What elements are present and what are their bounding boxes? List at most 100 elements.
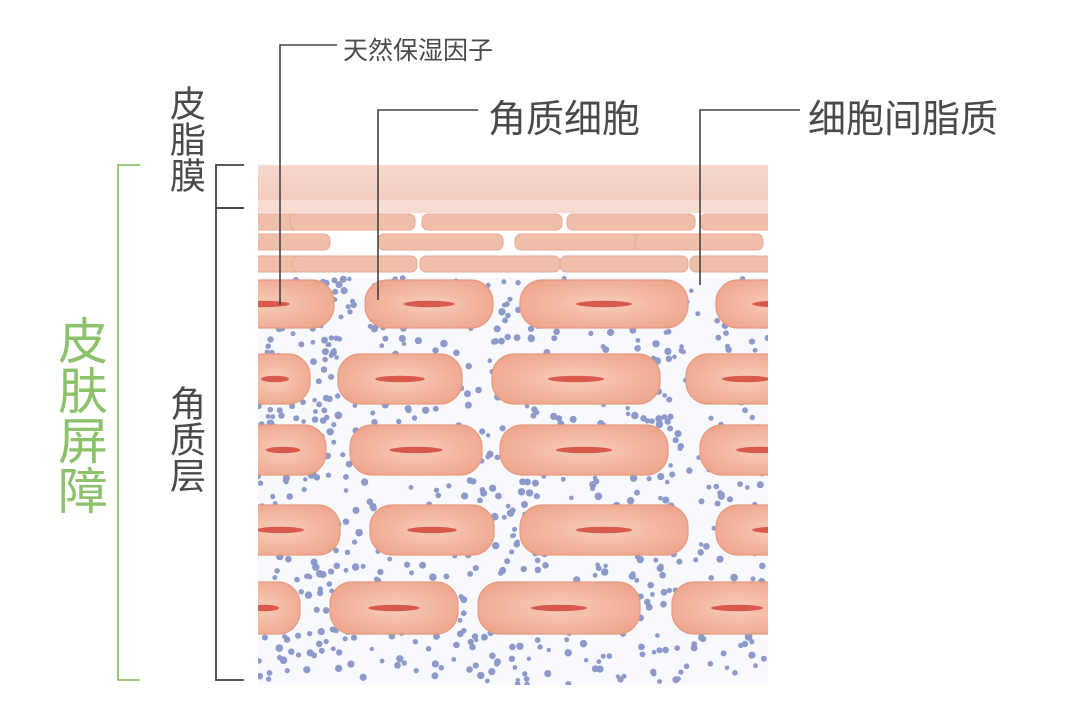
lipid-dot (542, 562, 549, 569)
lipid-dot (713, 484, 719, 490)
lipid-dot (730, 574, 738, 582)
label-natural-moisturizing-factor: 天然保湿因子 (343, 31, 493, 67)
lipid-dot (316, 641, 323, 648)
lipid-dot (748, 652, 755, 659)
lipid-dot (312, 564, 319, 571)
lipid-dot (314, 607, 320, 613)
lipid-dot (347, 661, 354, 668)
lipid-dot (657, 473, 664, 480)
lipid-dot (470, 478, 476, 484)
lipid-dot (509, 656, 515, 662)
lipid-dot (622, 674, 627, 679)
lipid-dot (716, 556, 723, 563)
lipid-dot (487, 451, 494, 458)
lipid-dot (656, 421, 663, 428)
lipid-dot (434, 488, 439, 493)
lipid-dot (757, 481, 764, 488)
lipid-dot (725, 666, 730, 671)
lipid-dot (272, 575, 277, 580)
lipid-dot (647, 476, 652, 481)
flat-corneocyte (560, 256, 688, 272)
lipid-dot (303, 666, 310, 673)
lipid-dot (667, 588, 672, 593)
lipid-dot (499, 567, 506, 574)
lipid-dot (678, 446, 683, 451)
lipid-dot (465, 402, 472, 409)
lipid-dot (311, 340, 316, 345)
lipid-dot (637, 556, 644, 563)
lipid-dot (666, 329, 672, 335)
lipid-dot (580, 640, 587, 647)
lipid-dot (327, 581, 333, 587)
lipid-dot (706, 485, 711, 490)
bracket-sebum-film (216, 165, 244, 208)
lipid-dot (361, 564, 366, 569)
lipid-dot (564, 637, 569, 642)
lipid-dot (502, 303, 507, 308)
lipid-dot (534, 493, 540, 499)
lipid-dot (432, 660, 439, 667)
lipid-dot (675, 430, 682, 437)
lipid-dot (513, 665, 518, 670)
lipid-dot (528, 335, 535, 342)
lipid-dot (380, 659, 385, 664)
cell-nucleus (736, 447, 784, 453)
lipid-dot (509, 644, 516, 651)
lipid-dot (270, 414, 275, 419)
lipid-dot (328, 374, 334, 380)
lipid-dot (672, 355, 677, 360)
lipid-dot (699, 542, 703, 546)
lipid-dot (505, 334, 511, 340)
lipid-dot (267, 336, 273, 342)
lipid-dot (532, 480, 539, 487)
cell-nucleus (548, 376, 604, 382)
cell-nucleus (752, 527, 800, 533)
lipid-dot (516, 643, 523, 650)
lipid-dot (662, 393, 667, 398)
lipid-dot (636, 338, 641, 343)
lipid-dot (518, 488, 525, 495)
lipid-dot (458, 618, 463, 623)
lipid-dot (703, 543, 710, 550)
lipid-dot (689, 289, 693, 293)
lipid-dot (369, 503, 376, 510)
lipid-dot (258, 481, 263, 486)
lipid-dot (415, 337, 422, 344)
lipid-dot (379, 343, 384, 348)
lipid-dot (626, 412, 631, 417)
lipid-dot (422, 407, 429, 414)
cell-nucleus (375, 376, 425, 382)
lipid-dot (479, 428, 485, 434)
lipid-dot (742, 407, 748, 413)
lipid-dot (331, 440, 336, 445)
lipid-dot (351, 635, 357, 641)
flat-corneocyte (420, 256, 560, 272)
lipid-dot (429, 573, 437, 581)
lipid-dot (419, 562, 426, 569)
lipid-dot (565, 649, 572, 656)
lipid-dot (653, 558, 658, 563)
lipid-dot (413, 639, 418, 644)
lipid-dot (351, 302, 357, 308)
lipid-dot (270, 494, 275, 499)
lipid-dot (657, 679, 662, 684)
lipid-dot (334, 355, 339, 360)
lipid-dot (464, 390, 471, 397)
lipid-dot (646, 604, 653, 611)
lipid-dot (330, 627, 336, 633)
label-sebum-film: 皮脂膜 (164, 85, 204, 193)
lipid-dot (565, 681, 571, 687)
lipid-dot (335, 412, 343, 420)
lipid-dot (525, 404, 529, 408)
lipid-dot (492, 338, 498, 344)
lipid-dot (461, 628, 467, 634)
lipid-dot (446, 483, 451, 488)
lipid-dot (742, 641, 748, 647)
lipid-dot (322, 348, 329, 355)
lipid-dot (299, 589, 304, 594)
lipid-dot (477, 672, 484, 679)
lipid-dot (507, 297, 512, 302)
lipid-dot (387, 557, 392, 562)
flat-corneocyte (292, 256, 417, 272)
lipid-dot (461, 610, 467, 616)
